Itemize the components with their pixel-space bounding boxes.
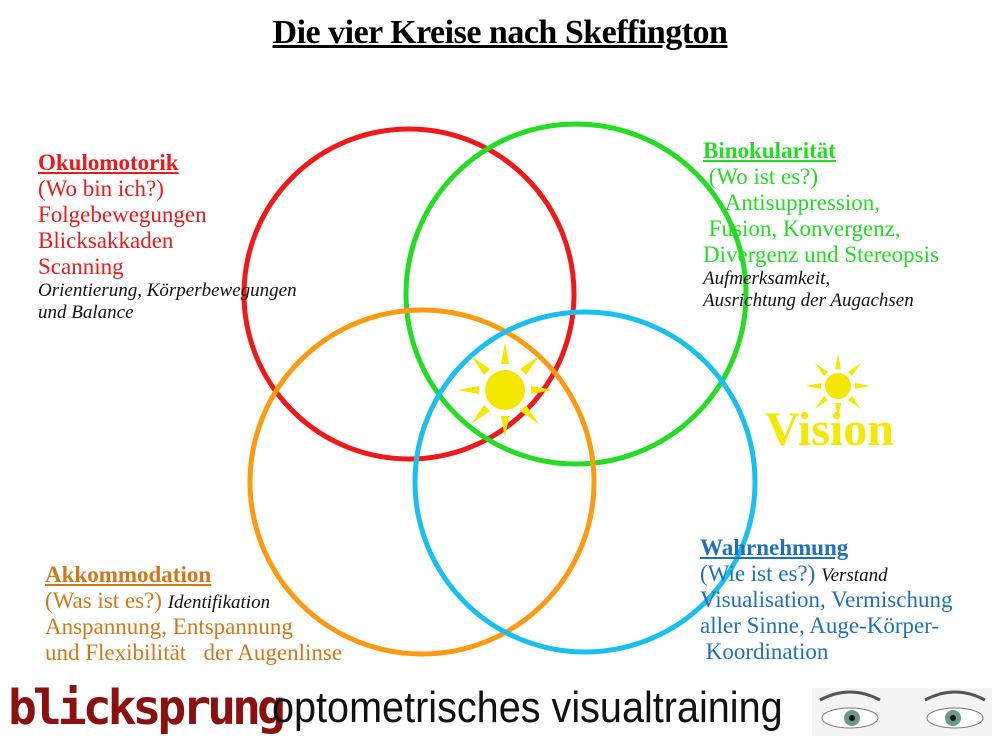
text-line: (Was ist es?) (45, 588, 168, 613)
text-line: aller Sinne, Auge-Körper- (700, 613, 940, 638)
italic-text: Verstand (821, 565, 888, 586)
heading-akkommodation: Akkommodation (45, 562, 212, 587)
text-line: (Wo bin ich?) (38, 176, 164, 201)
diagram-title: Die vier Kreise nach Skeffington (272, 14, 728, 51)
text-line: Blicksakkaden (38, 228, 174, 253)
heading-binokularitaet: Binokularität (703, 138, 836, 163)
italic-line: und Balance (38, 302, 134, 323)
circle-okulomotorik (241, 126, 577, 462)
text-line: Antisuppression, (703, 190, 880, 215)
italic-line: Ausrichtung der Augachsen (703, 290, 914, 311)
sun-icon (457, 342, 553, 438)
italic-text: Identifikation (167, 592, 271, 613)
heading-wahrnehmung: Wahrnehmung (700, 535, 849, 560)
sun-icon (806, 354, 870, 418)
vision-label: Vision (765, 403, 894, 456)
text-line: Koordination (700, 639, 829, 664)
label-wahrnehmung: Wahrnehmung (Wie ist es?) Verstand Visua… (700, 535, 952, 665)
circle-wahrnehmung (412, 309, 758, 655)
text-line: Divergenz und Stereopsis (703, 242, 939, 267)
label-okulomotorik: Okulomotorik (Wo bin ich?) Folgebewegung… (38, 150, 297, 324)
circle-binokularitaet (403, 121, 749, 467)
text-line: Folgebewegungen (38, 202, 207, 227)
italic-line: Aufmerksamkeit, (703, 268, 831, 289)
text-line: Anspannung, Entspannung (45, 614, 293, 639)
text-line: (Wo ist es?) (703, 164, 819, 189)
text-line: Fusion, Konvergenz, (703, 216, 901, 241)
brand-tagline: optometrisches visualtraining (272, 683, 783, 732)
italic-line: Orientierung, Körperbewegungen (38, 280, 297, 301)
text-line: und Flexibilität der Augenlinse (45, 640, 343, 665)
brand-logo: blicksprung (8, 680, 286, 736)
heading-okulomotorik: Okulomotorik (38, 150, 179, 175)
label-akkommodation: Akkommodation (Was ist es?) Identifikati… (45, 562, 342, 666)
circle-akkommodation (247, 307, 597, 657)
eyes-image (812, 688, 992, 736)
text-line: Visualisation, Vermischung (700, 587, 953, 612)
text-line: (Wie ist es?) (700, 561, 822, 586)
label-binokularitaet: Binokularität (Wo ist es?) Antisuppressi… (703, 138, 939, 312)
text-line: Scanning (38, 254, 124, 279)
